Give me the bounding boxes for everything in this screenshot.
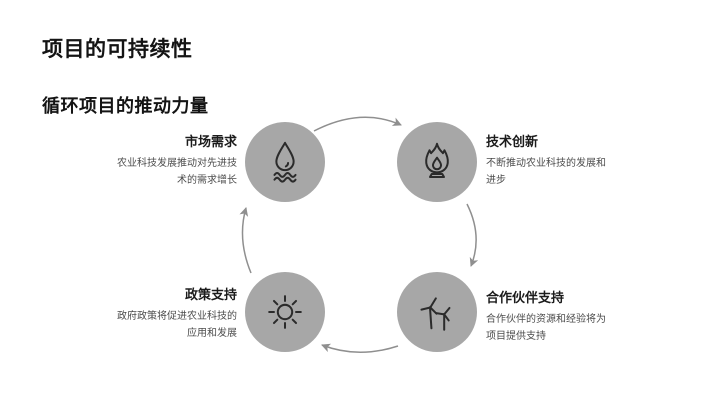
node-label-market-demand: 市场需求 农业科技发展推动对先进技术的需求增长: [113, 131, 237, 189]
node-label-policy-support: 政策支持 政府政策将促进农业科技的应用和发展: [113, 284, 237, 342]
wind-turbine-icon: [420, 297, 451, 331]
node-circle-partner-support: [397, 272, 477, 352]
node-circle-market-demand: [245, 122, 325, 202]
node-title: 政策支持: [184, 287, 237, 302]
flame-icon: [425, 142, 449, 179]
arrow-bottom: [321, 343, 399, 353]
node-title: 市场需求: [184, 134, 237, 149]
node-label-tech-innovation: 技术创新 不断推动农业科技的发展和进步: [486, 131, 610, 189]
node-description: 合作伙伴的资源和经验将为项目提供支持: [486, 314, 606, 342]
node-title: 合作伙伴支持: [486, 290, 565, 305]
page-title: 项目的可持续性: [42, 38, 193, 61]
arrow-left: [239, 207, 252, 274]
arrow-top: [313, 116, 402, 132]
node-title: 技术创新: [486, 134, 539, 149]
node-description: 政府政策将促进农业科技的应用和发展: [117, 311, 237, 339]
node-description: 农业科技发展推动对先进技术的需求增长: [117, 158, 237, 186]
arrow-right: [466, 203, 479, 267]
node-label-partner-support: 合作伙伴支持 合作伙伴的资源和经验将为项目提供支持: [486, 287, 610, 345]
section-subtitle: 循环项目的推动力量: [42, 96, 209, 116]
node-circle-policy-support: [245, 272, 325, 352]
water-drop-icon: [273, 141, 297, 183]
sun-icon: [268, 295, 302, 329]
node-description: 不断推动农业科技的发展和进步: [486, 158, 606, 186]
node-circle-tech-innovation: [397, 122, 477, 202]
